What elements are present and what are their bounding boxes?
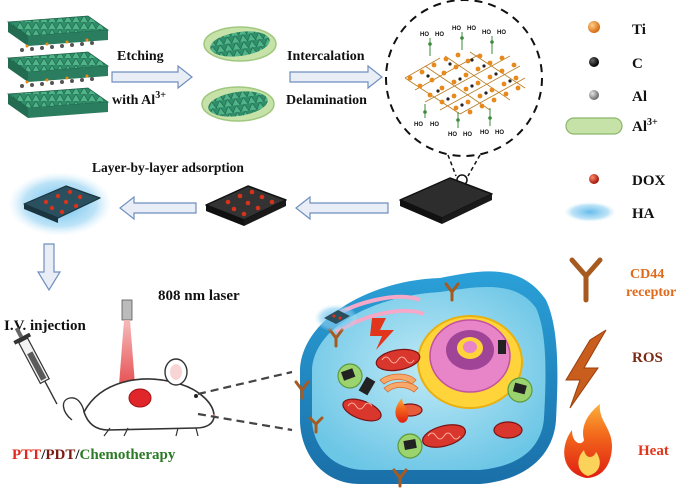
- surface-group-label: HO: [463, 132, 472, 138]
- heat-flame-icon: [564, 404, 612, 478]
- laser-beam-icon: [118, 299, 136, 398]
- legend-ha-label: HA: [632, 206, 655, 222]
- surface-group-label: HO: [495, 130, 504, 136]
- ros-bolt-icon: [565, 329, 607, 409]
- cell-zoom-connector: [197, 370, 293, 432]
- adsorption-arrow-right: [295, 195, 389, 221]
- cancer-cell-icon: [294, 271, 558, 488]
- legend-al-label: Al: [632, 89, 647, 105]
- legend-cd44-label: CD44: [630, 267, 664, 282]
- legend-heat-label: Heat: [638, 443, 669, 459]
- legend-cd44-receptor-label: receptor: [626, 285, 676, 300]
- ha-icon: [564, 202, 616, 222]
- intercalation-arrow: [289, 64, 383, 90]
- layer-by-layer-label: Layer-by-layer adsorption: [92, 160, 244, 175]
- iv-injection-label: I.V. injection: [4, 318, 86, 334]
- surface-group-label: HO: [430, 122, 439, 128]
- etching-arrow: [111, 64, 193, 90]
- max-phase-icon: [6, 15, 110, 118]
- surface-group-label: HO: [497, 30, 506, 36]
- legend: Ti C Al Al3+ DOX HA CD44 receptor ROS He…: [564, 21, 676, 478]
- surface-group-label: HO: [467, 26, 476, 32]
- surface-group-label: HO: [482, 30, 491, 36]
- surface-group-label: HO: [414, 122, 423, 128]
- legend-c-label: C: [632, 56, 643, 72]
- ha-coated-sheet-icon: [8, 172, 112, 236]
- ti-atom-icon: [588, 21, 600, 33]
- c-atom-icon: [589, 57, 599, 67]
- etched-mxene-particles-icon: [201, 26, 277, 122]
- etching-label: Etching: [117, 49, 164, 64]
- laser-label: 808 nm laser: [158, 288, 240, 304]
- legend-ros-label: ROS: [632, 350, 663, 366]
- mxene-sheet-icon: [399, 177, 493, 224]
- dox-icon: [589, 174, 599, 184]
- surface-group-label: HO: [420, 32, 429, 38]
- legend-al3-label: Al3+: [632, 117, 658, 135]
- surface-group-label: HO: [435, 32, 444, 38]
- therapy-label: PTT/PDT/Chemotherapy: [12, 447, 176, 463]
- delamination-label: Delamination: [286, 93, 367, 108]
- surface-group-label: HO: [480, 130, 489, 136]
- mouse-icon: [62, 358, 216, 437]
- intercalation-label: Intercalation: [287, 49, 365, 64]
- adsorption-arrow-left: [119, 195, 197, 221]
- dox-loaded-sheet-icon: [205, 185, 287, 226]
- legend-ti-label: Ti: [632, 22, 646, 38]
- surface-group-label: HO: [452, 26, 461, 32]
- cd44-receptor-icon: [569, 257, 603, 303]
- etching-al-label: with Al3+: [112, 90, 166, 108]
- mxene-lattice-zoom-icon: HO HO HO HO HO HO HO HO HO HO HO HO: [385, 0, 543, 157]
- injection-down-arrow: [36, 243, 62, 292]
- al3-particle-icon: [565, 117, 623, 135]
- legend-dox-label: DOX: [632, 173, 666, 189]
- surface-group-label: HO: [448, 132, 457, 138]
- al-atom-icon: [589, 90, 599, 100]
- syringe-icon: [13, 327, 58, 405]
